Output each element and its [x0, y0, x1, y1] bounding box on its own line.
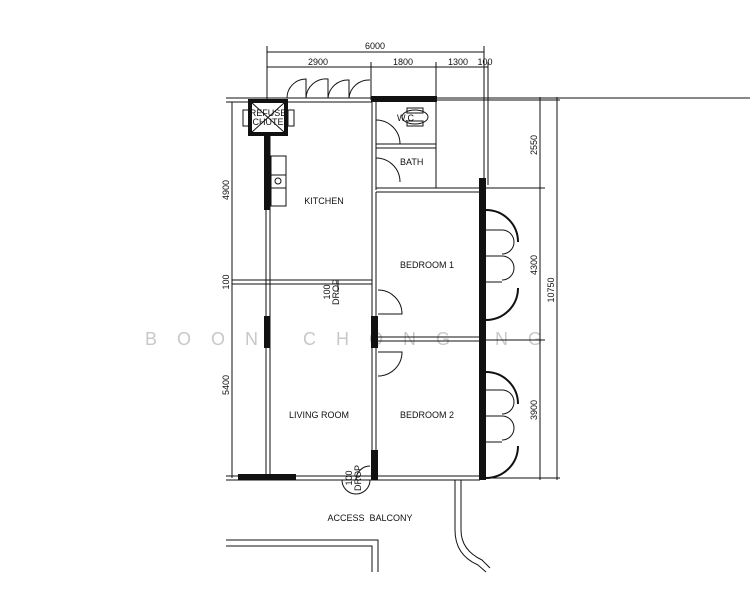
doors: [337, 209, 519, 495]
kitchen-sink-icon: [270, 155, 287, 207]
dim-1800: 1800: [393, 57, 413, 67]
drop-lower-num: 100: [344, 470, 354, 485]
top-dimensions: 6000 2900 1800 1300 100: [266, 41, 493, 185]
refuse-chute: REFUSE CHUTE: [242, 99, 295, 136]
dim-left-100: 100: [221, 274, 231, 289]
wc-label: W.C: [397, 113, 414, 123]
drop-upper-num: 100: [322, 284, 332, 299]
dim-1300: 1300: [448, 57, 468, 67]
watermark: BOON CHONG NG: [145, 329, 562, 349]
dim-2900: 2900: [308, 57, 328, 67]
living-room-label: LIVING ROOM: [289, 410, 349, 420]
access-balcony: [226, 480, 491, 573]
drop-lower-word: DROP: [353, 465, 363, 491]
dim-3900: 3900: [529, 400, 539, 420]
dim-2550: 2550: [529, 135, 539, 155]
kitchen-folding-doors: [286, 78, 371, 99]
access-balcony-label: ACCESS BALCONY: [327, 513, 412, 523]
left-dimensions: 4900 100 5400: [221, 180, 231, 395]
wc-fixtures: [375, 107, 429, 183]
chute-label: CHUTE: [253, 117, 284, 127]
walls: [226, 96, 750, 481]
dim-4300: 4300: [529, 255, 539, 275]
dim-10750: 10750: [546, 277, 556, 302]
dim-overall-width: 6000: [365, 41, 385, 51]
refuse-label: REFUSE: [250, 108, 287, 118]
drop-upper-word: DROP: [331, 279, 341, 305]
dim-5400: 5400: [221, 375, 231, 395]
bedroom1-label: BEDROOM 1: [400, 260, 454, 270]
dim-4900: 4900: [221, 180, 231, 200]
bedroom2-label: BEDROOM 2: [400, 410, 454, 420]
kitchen-label: KITCHEN: [304, 196, 344, 206]
right-dimensions: 2550 4300 3900 10750: [436, 97, 560, 480]
bath-label: BATH: [400, 157, 423, 167]
dim-100: 100: [477, 57, 492, 67]
